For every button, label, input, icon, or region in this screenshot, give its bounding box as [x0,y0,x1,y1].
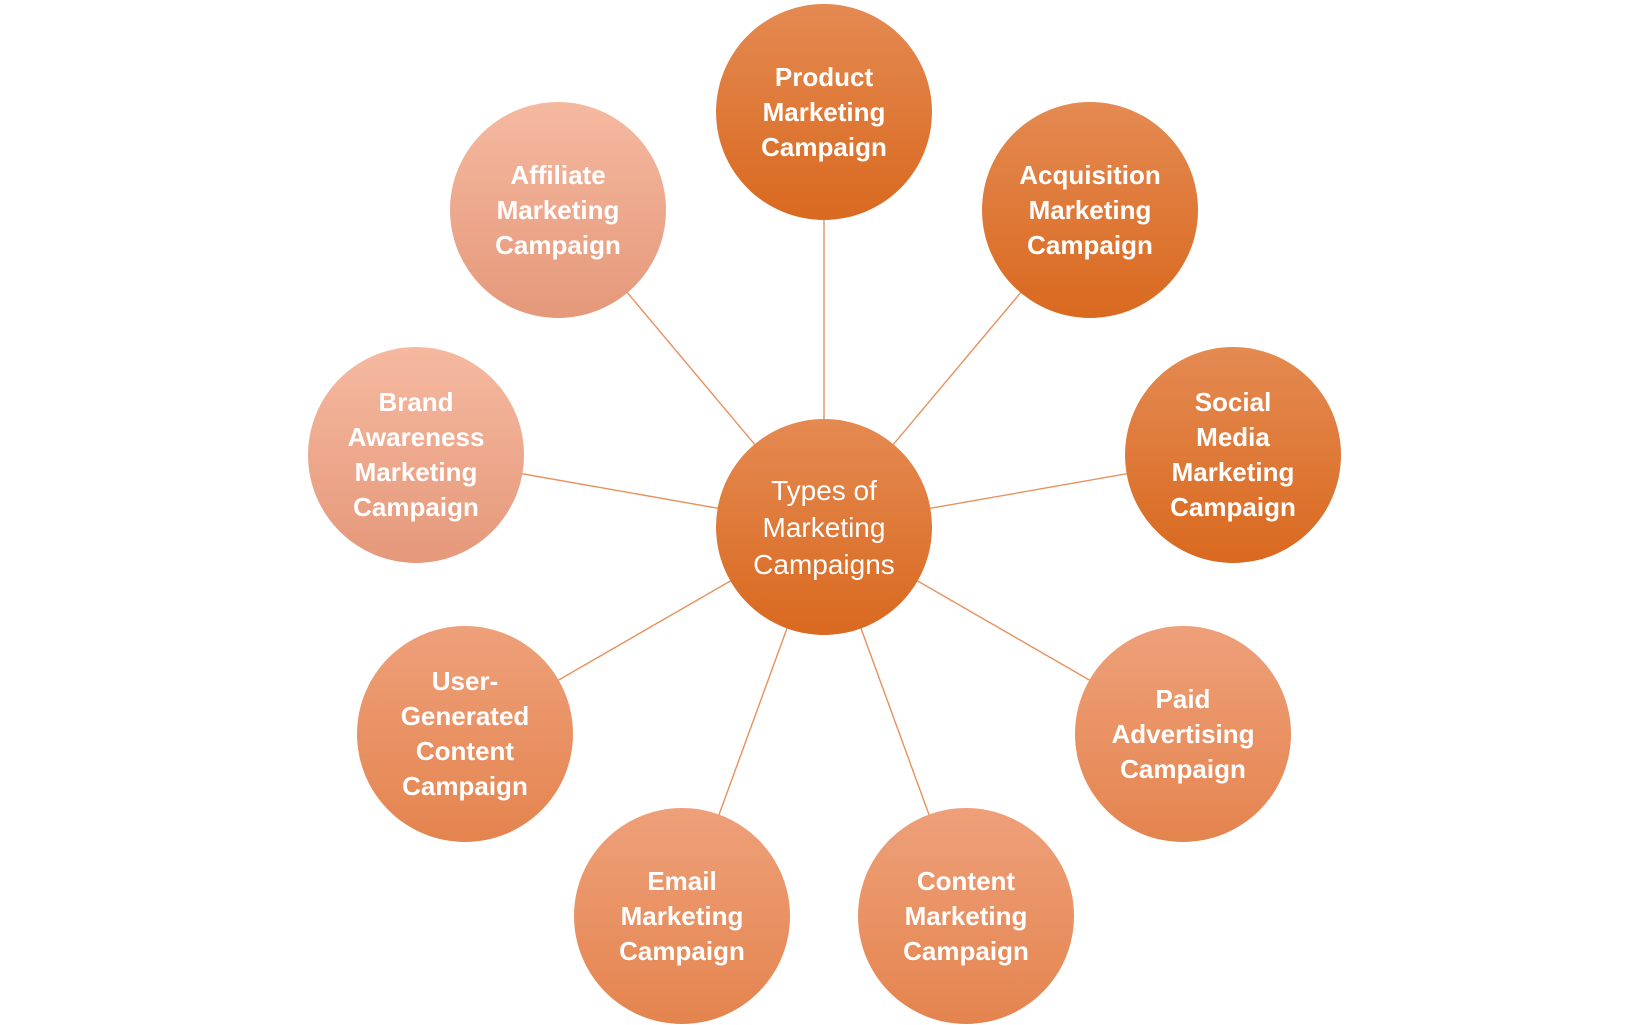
node-content-marketing-campaign: Content Marketing Campaign [858,808,1074,1024]
node-social-media-marketing-campaign: Social Media Marketing Campaign [1125,347,1341,563]
node-brand-awareness-marketing-campaign: Brand Awareness Marketing Campaign [308,347,524,563]
node-user-generated-content-campaign: User- Generated Content Campaign [357,626,573,842]
node-paid-advertising-campaign: Paid Advertising Campaign [1075,626,1291,842]
node-email-marketing-campaign: Email Marketing Campaign [574,808,790,1024]
node-affiliate-marketing-campaign: Affiliate Marketing Campaign [450,102,666,318]
node-product-marketing-campaign: Product Marketing Campaign [716,4,932,220]
node-center-types-of-marketing-campaigns: Types of Marketing Campaigns [716,419,932,635]
node-acquisition-marketing-campaign: Acquisition Marketing Campaign [982,102,1198,318]
